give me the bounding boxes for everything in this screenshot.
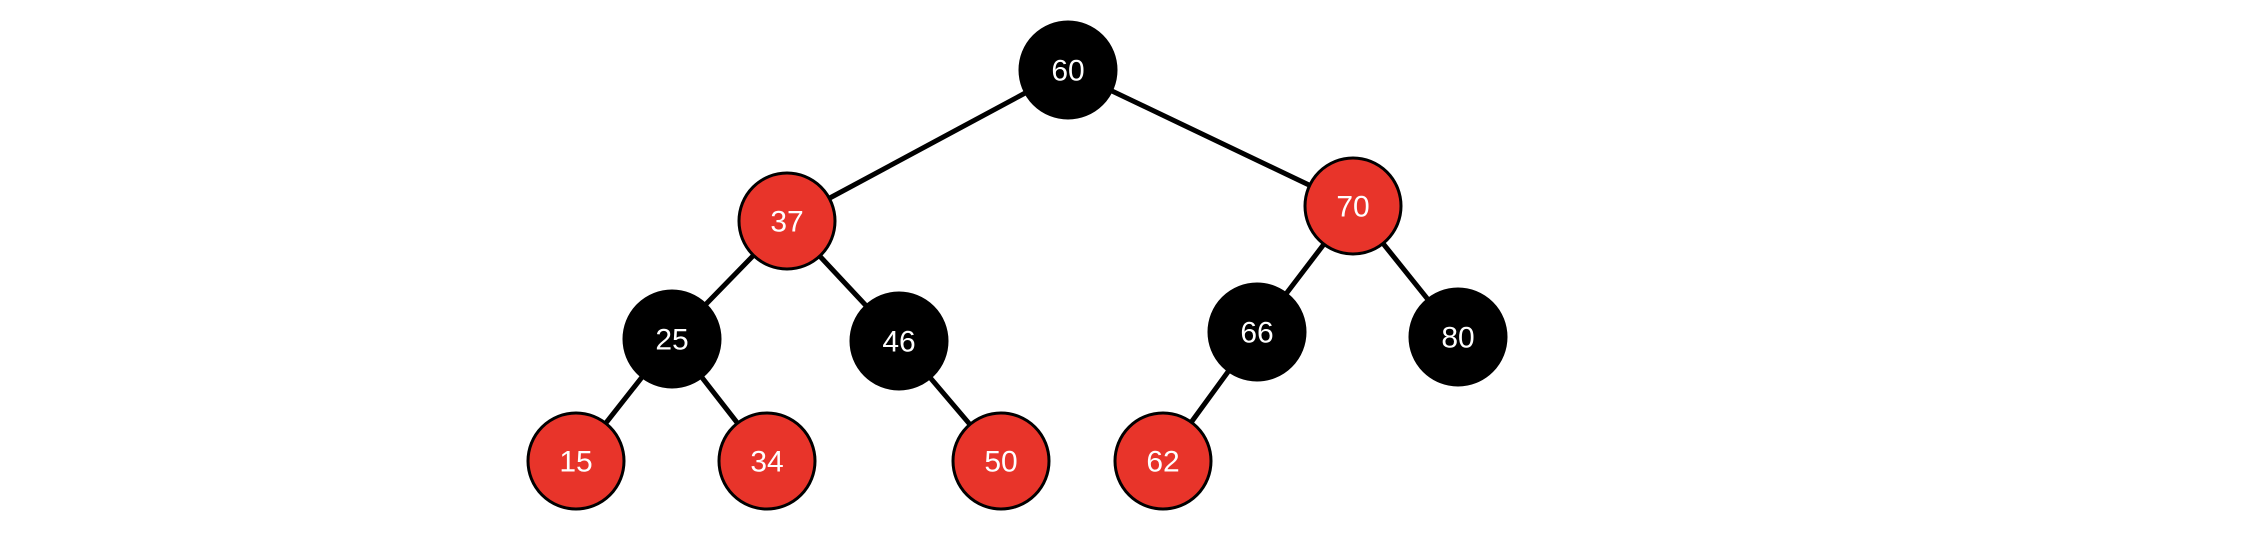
- tree-edge-70-80: [1380, 241, 1431, 302]
- tree-edge-46-50: [927, 375, 973, 427]
- tree-node-15[interactable]: 15: [526, 411, 626, 511]
- tree-node-circle-46[interactable]: [849, 291, 949, 391]
- tree-node-70[interactable]: 70: [1303, 156, 1403, 256]
- tree-edge-66-62: [1188, 368, 1232, 425]
- tree-node-circle-50[interactable]: [951, 411, 1051, 511]
- tree-edge-60-70: [1109, 87, 1312, 189]
- tree-node-circle-34[interactable]: [717, 411, 817, 511]
- tree-node-circle-37[interactable]: [737, 171, 837, 271]
- tree-node-circle-62[interactable]: [1113, 411, 1213, 511]
- tree-node-37[interactable]: 37: [737, 171, 837, 271]
- tree-edge-37-46: [817, 253, 869, 309]
- tree-node-80[interactable]: 80: [1408, 287, 1508, 387]
- tree-node-34[interactable]: 34: [717, 411, 817, 511]
- tree-node-25[interactable]: 25: [622, 289, 722, 389]
- tree-edge-60-37: [827, 90, 1028, 201]
- tree-node-60[interactable]: 60: [1018, 20, 1118, 120]
- tree-node-62[interactable]: 62: [1113, 411, 1213, 511]
- tree-node-circle-70[interactable]: [1303, 156, 1403, 256]
- tree-node-46[interactable]: 46: [849, 291, 949, 391]
- tree-node-circle-66[interactable]: [1207, 282, 1307, 382]
- tree-node-circle-25[interactable]: [622, 289, 722, 389]
- edges-layer: [603, 87, 1431, 427]
- tree-edge-25-34: [698, 374, 741, 426]
- tree-node-circle-60[interactable]: [1018, 20, 1118, 120]
- tree-edge-37-25: [703, 252, 756, 308]
- tree-node-circle-15[interactable]: [526, 411, 626, 511]
- tree-node-circle-80[interactable]: [1408, 287, 1508, 387]
- tree-edge-25-15: [603, 374, 645, 426]
- tree-node-66[interactable]: 66: [1207, 282, 1307, 382]
- tree-edge-70-66: [1283, 241, 1327, 297]
- tree-node-50[interactable]: 50: [951, 411, 1051, 511]
